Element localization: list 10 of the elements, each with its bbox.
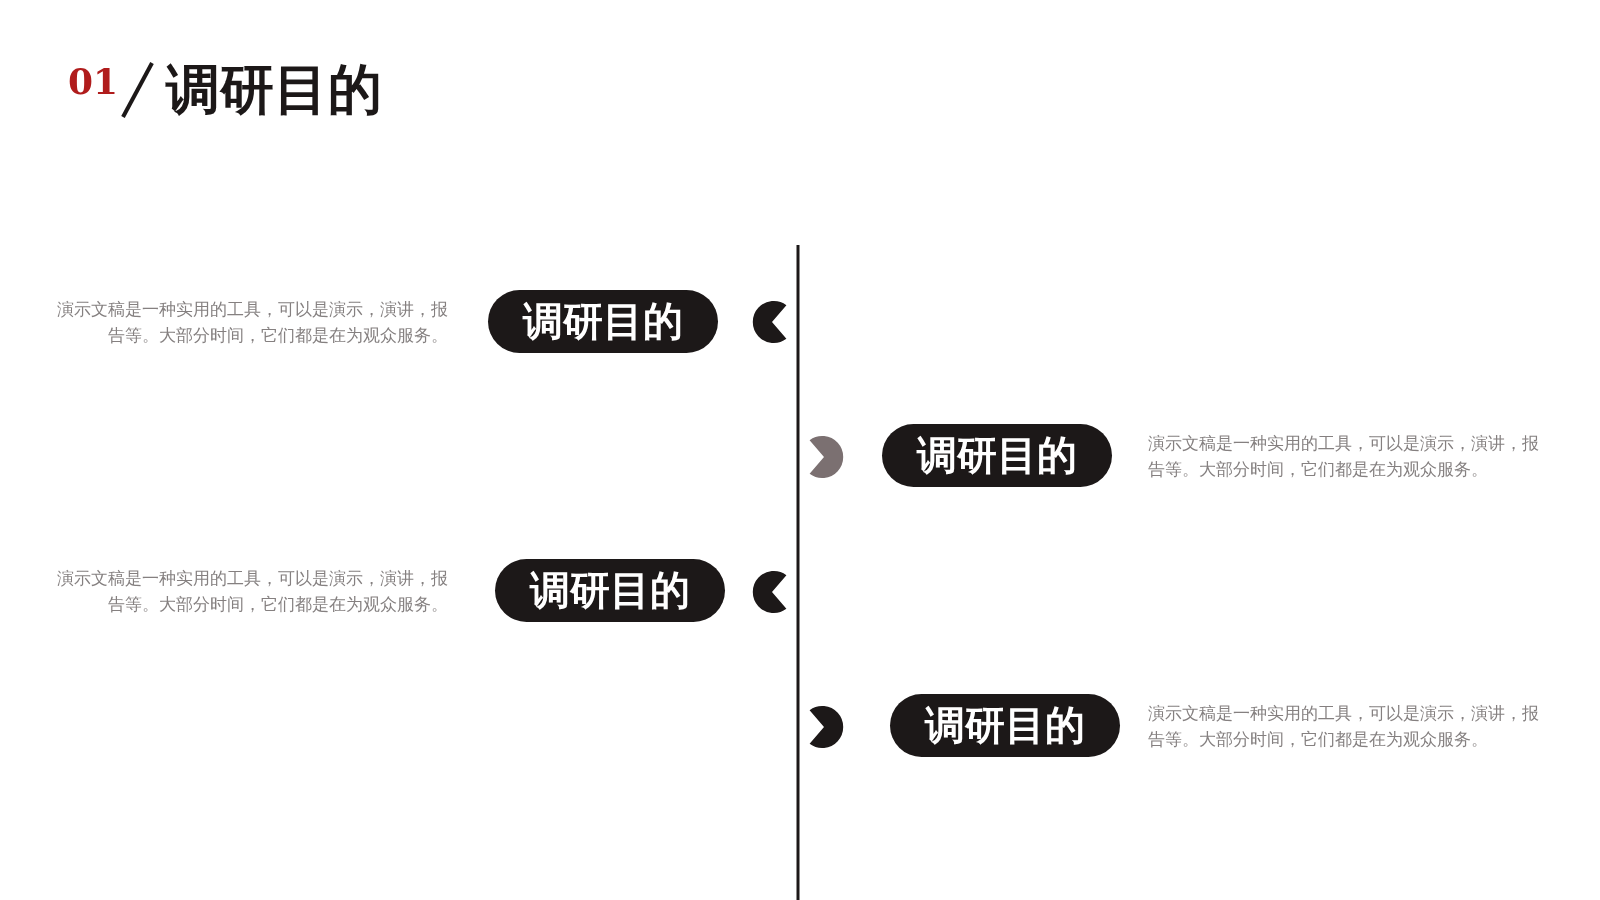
section-number: 01 [68, 62, 119, 102]
description-text: 演示文稿是一种实用的工具，可以是演示，演讲，报告等。大部分时间，它们都是在为观众服务。 [1148, 432, 1540, 481]
title-pill: 调研目的 [890, 694, 1120, 757]
slide-title: 调研目的 [166, 56, 382, 122]
title-pill: 调研目的 [882, 424, 1112, 487]
description-text: 演示文稿是一种实用的工具，可以是演示，演讲，报告等。大部分时间，它们都是在为观众服务。 [56, 298, 448, 347]
title-pill: 调研目的 [488, 290, 718, 353]
title-pill: 调研目的 [495, 559, 725, 622]
description-text: 演示文稿是一种实用的工具，可以是演示，演讲，报告等。大部分时间，它们都是在为观众服务。 [56, 567, 448, 616]
description-text: 演示文稿是一种实用的工具，可以是演示，演讲，报告等。大部分时间，它们都是在为观众服务。 [1148, 702, 1540, 751]
